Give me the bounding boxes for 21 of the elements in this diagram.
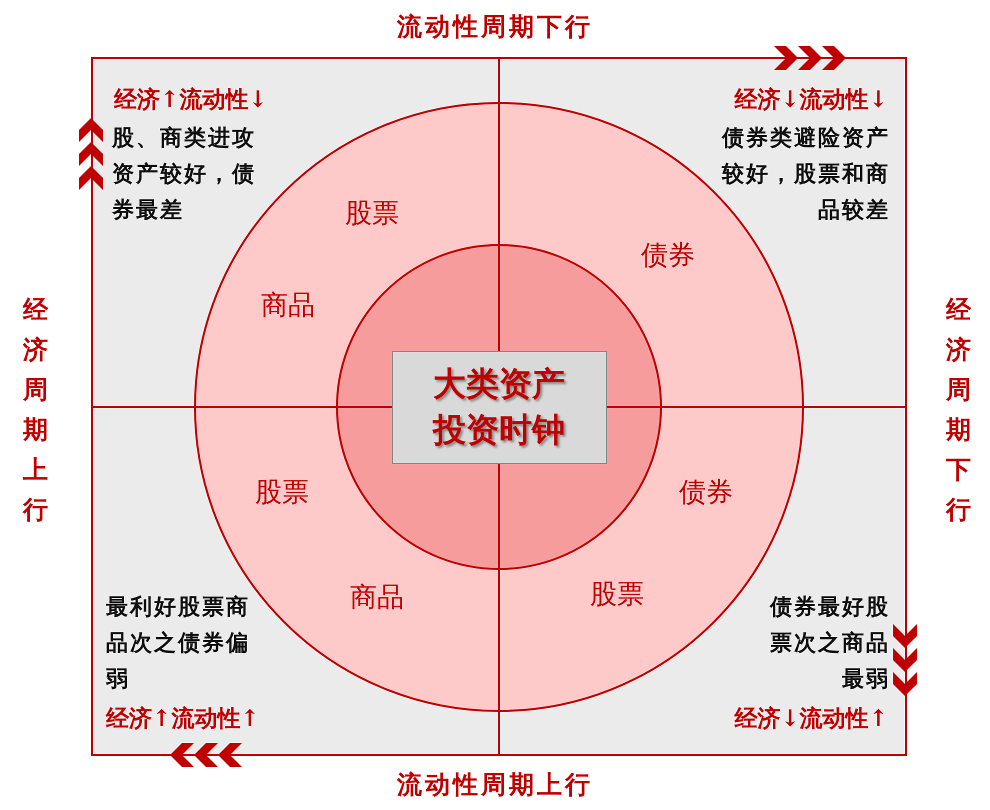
quadrant-heading: 经济↓流动性↑ bbox=[734, 704, 888, 734]
asset-label: 股票 bbox=[590, 578, 644, 612]
quadrant-note: 最利好股票商品次之债券偏弱 bbox=[106, 593, 251, 694]
center-box bbox=[392, 350, 606, 464]
clock-label: 大类资产投资时钟 bbox=[431, 363, 566, 451]
asset-label: 股票 bbox=[255, 476, 309, 510]
quadrant-note: 股、商类进攻资产较好，债券最差 bbox=[112, 124, 257, 225]
quadrant-note: 债券最好股票次之商品最弱 bbox=[768, 593, 890, 694]
cycle-label: 经济周期下行 bbox=[945, 294, 972, 526]
asset-label: 商品 bbox=[350, 581, 404, 615]
cycle-label: 流动性周期上行 bbox=[397, 769, 593, 801]
asset-label: 债券 bbox=[641, 239, 695, 273]
cycle-label: 流动性周期下行 bbox=[397, 11, 593, 43]
asset-label: 商品 bbox=[261, 289, 315, 323]
quadrant-heading: 经济↑流动性↑ bbox=[106, 704, 260, 734]
asset-label: 债券 bbox=[679, 476, 733, 510]
quadrant-heading: 经济↓流动性↓ bbox=[734, 85, 888, 115]
asset-label: 股票 bbox=[345, 197, 399, 231]
quadrant-note: 债券类避险资产较好，股票和商品较差 bbox=[720, 124, 890, 225]
cycle-label: 经济周期上行 bbox=[22, 294, 49, 526]
quadrant-heading: 经济↑流动性↓ bbox=[114, 85, 268, 115]
